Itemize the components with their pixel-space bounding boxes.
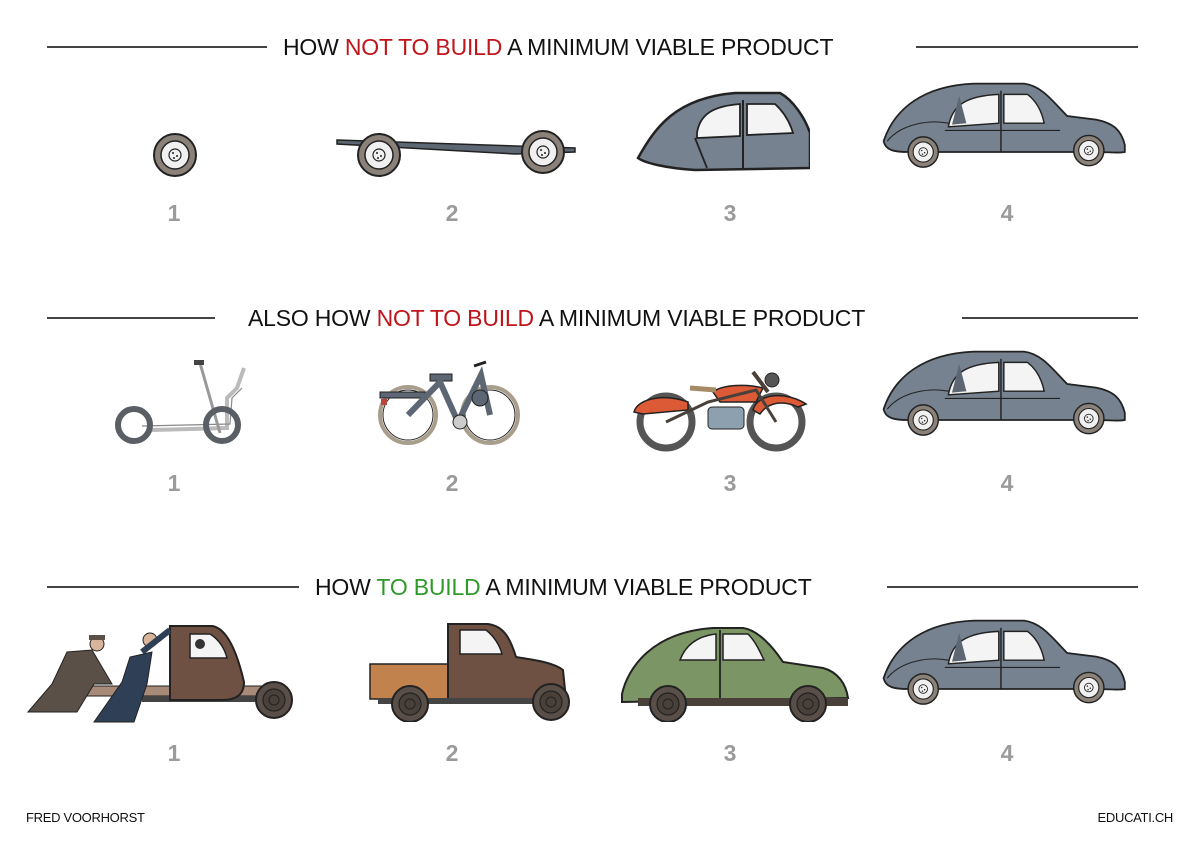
title-suffix: A MINIMUM VIABLE PRODUCT (480, 574, 812, 600)
kick-scooter-illustration (115, 360, 246, 444)
title-prefix: HOW (283, 34, 345, 60)
section-2-heading-row: ALSO HOW NOT TO BUILD A MINIMUM VIABLE P… (0, 303, 1200, 333)
title-suffix: A MINIMUM VIABLE PRODUCT (533, 305, 866, 331)
section-3-title: HOW TO BUILD A MINIMUM VIABLE PRODUCT (315, 572, 812, 602)
step-number: 4 (1000, 740, 1014, 766)
site-credit: EDUCATI.CH (1097, 810, 1174, 825)
step-number: 1 (167, 470, 181, 496)
section-2-rule-left (47, 317, 215, 319)
step-number: 3 (723, 200, 737, 226)
car-body-illustration (636, 91, 810, 172)
car-illustration (880, 80, 1200, 205)
title-prefix: ALSO HOW (248, 305, 377, 331)
section-1-rule-right (916, 46, 1138, 48)
car-illustration (880, 348, 1200, 473)
section-2-title: ALSO HOW NOT TO BUILD A MINIMUM VIABLE P… (248, 303, 865, 333)
section-3-rule-right (887, 586, 1138, 588)
step-number: 2 (445, 740, 459, 766)
step-number: 2 (445, 200, 459, 226)
section-1-heading-row: HOW NOT TO BUILD A MINIMUM VIABLE PRODUC… (0, 32, 1200, 62)
title-emphasis: NOT TO BUILD (376, 305, 535, 331)
author-credit: FRED VOORHORST (26, 810, 145, 825)
motorcycle-illustration (633, 370, 808, 452)
pushed-cabin-illustration (26, 625, 293, 723)
title-emphasis: NOT TO BUILD (344, 34, 503, 60)
title-prefix: HOW (315, 574, 377, 600)
step-number: 1 (167, 740, 181, 766)
title-suffix: A MINIMUM VIABLE PRODUCT (502, 34, 834, 60)
wheel-illustration (153, 133, 197, 177)
moped-illustration (378, 360, 520, 445)
step-number: 1 (167, 200, 181, 226)
step-number: 2 (445, 470, 459, 496)
chassis-illustration (336, 130, 576, 177)
green-car-illustration (621, 627, 850, 722)
step-number: 3 (723, 470, 737, 496)
step-number: 4 (1000, 200, 1014, 226)
section-2-rule-right (962, 317, 1138, 319)
section-3-rule-left (47, 586, 299, 588)
step-number: 3 (723, 740, 737, 766)
step-number: 4 (1000, 470, 1014, 496)
section-3-heading-row: HOW TO BUILD A MINIMUM VIABLE PRODUCT (0, 572, 1200, 602)
car-illustration (880, 617, 1200, 742)
title-emphasis: TO BUILD (376, 574, 481, 600)
pickup-truck-illustration (369, 623, 570, 722)
section-1-title: HOW NOT TO BUILD A MINIMUM VIABLE PRODUC… (283, 32, 833, 62)
section-1-rule-left (47, 46, 267, 48)
